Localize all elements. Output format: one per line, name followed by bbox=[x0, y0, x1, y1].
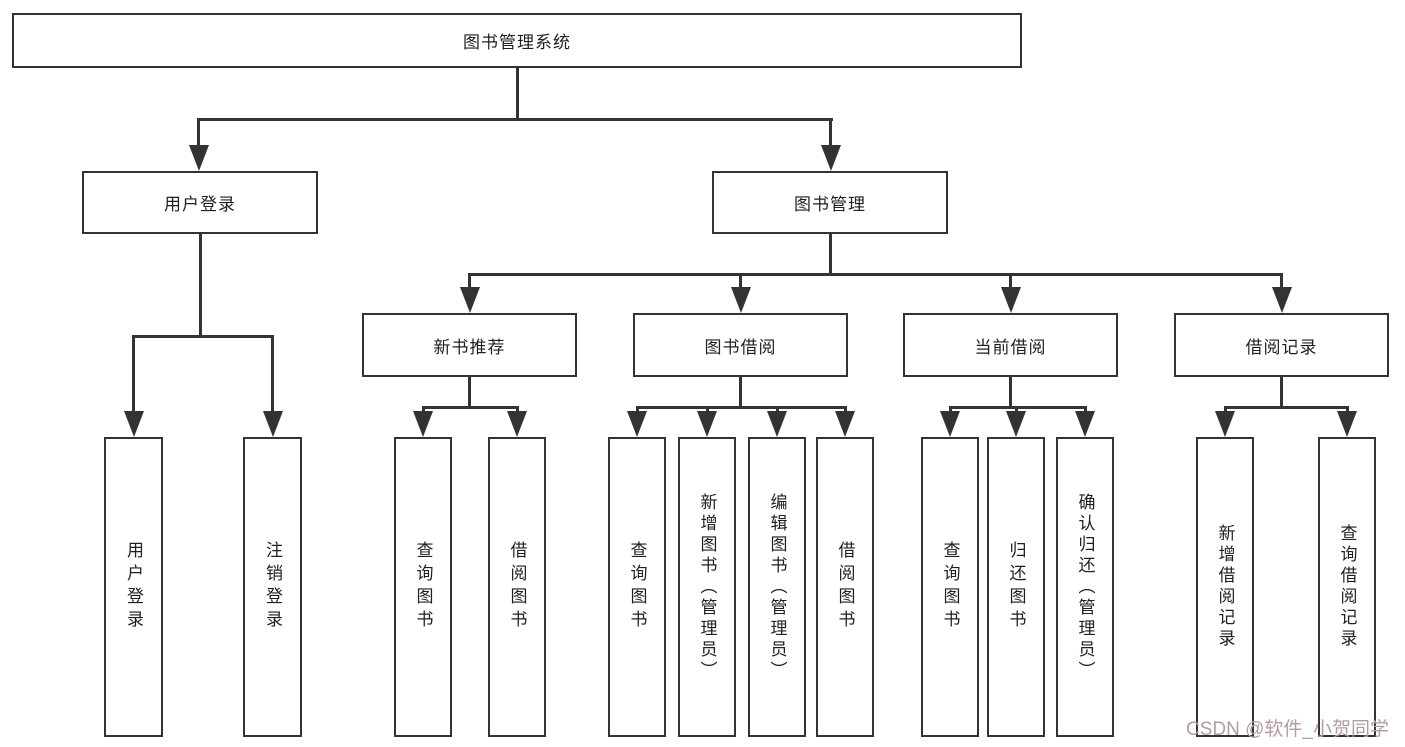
leaf-query-books-borrow: 查询图书 bbox=[608, 437, 666, 737]
arrow-down-icon bbox=[460, 287, 480, 313]
node-book-borrow: 图书借阅 bbox=[633, 313, 848, 377]
connector-recommend-vertical bbox=[468, 377, 471, 409]
arrow-down-icon bbox=[1272, 287, 1292, 313]
connector-borrow-vertical bbox=[739, 377, 742, 409]
connector-borrow-stub-2 bbox=[705, 406, 709, 414]
node-new-book-recommend: 新书推荐 bbox=[362, 313, 577, 377]
arrow-down-icon bbox=[1001, 287, 1021, 313]
leaf-query-books-current: 查询图书 bbox=[921, 437, 979, 737]
connector-records-horizontal bbox=[1223, 406, 1349, 409]
connector-userlogin-stub-2 bbox=[271, 335, 274, 414]
leaf-logout: 注销登录 bbox=[243, 437, 302, 737]
connector-recommend-stub-1 bbox=[421, 406, 425, 414]
connector-current-stub-1 bbox=[948, 406, 952, 414]
connector-root-stub-right bbox=[829, 118, 832, 148]
leaf-edit-book-admin: 编辑图书（管理员） bbox=[748, 437, 806, 737]
connector-records-stub-1 bbox=[1223, 406, 1227, 414]
connector-bookmgmt-stub-3 bbox=[1009, 273, 1012, 290]
arrow-down-icon bbox=[1006, 411, 1026, 437]
connector-root-vertical bbox=[515, 68, 519, 120]
arrow-down-icon bbox=[263, 411, 283, 437]
connector-borrow-stub-3 bbox=[775, 406, 779, 414]
arrow-down-icon bbox=[627, 411, 647, 437]
connector-records-vertical bbox=[1280, 377, 1283, 409]
connector-root-horizontal bbox=[197, 118, 833, 121]
arrow-down-icon bbox=[413, 411, 433, 437]
arrow-down-icon bbox=[821, 145, 841, 171]
node-book-management: 图书管理 bbox=[712, 171, 948, 234]
connector-userlogin-horizontal bbox=[132, 335, 274, 338]
arrow-down-icon bbox=[124, 411, 144, 437]
connector-current-stub-3 bbox=[1083, 406, 1087, 414]
connector-borrow-stub-1 bbox=[635, 406, 639, 414]
leaf-user-login: 用户登录 bbox=[104, 437, 163, 737]
arrow-down-icon bbox=[1337, 411, 1357, 437]
connector-borrow-stub-4 bbox=[843, 406, 847, 414]
connector-userlogin-vertical bbox=[198, 234, 202, 338]
arrow-down-icon bbox=[1215, 411, 1235, 437]
leaf-borrow-books-recommend: 借阅图书 bbox=[488, 437, 546, 737]
connector-bookmgmt-stub-2 bbox=[739, 273, 742, 290]
connector-recommend-stub-2 bbox=[515, 406, 519, 414]
connector-bookmgmt-stub-4 bbox=[1280, 273, 1283, 290]
connector-borrow-horizontal bbox=[635, 406, 847, 409]
leaf-query-borrow-record: 查询借阅记录 bbox=[1318, 437, 1376, 737]
arrow-down-icon bbox=[767, 411, 787, 437]
leaf-add-book-admin: 新增图书（管理员） bbox=[678, 437, 736, 737]
arrow-down-icon bbox=[189, 145, 209, 171]
connector-userlogin-stub-1 bbox=[132, 335, 135, 414]
connector-current-vertical bbox=[1009, 377, 1012, 409]
connector-bookmgmt-stub-1 bbox=[468, 273, 471, 290]
node-current-borrow: 当前借阅 bbox=[903, 313, 1118, 377]
connector-recommend-horizontal bbox=[421, 406, 519, 409]
leaf-return-book: 归还图书 bbox=[987, 437, 1045, 737]
arrow-down-icon bbox=[731, 287, 751, 313]
leaf-add-borrow-record: 新增借阅记录 bbox=[1196, 437, 1254, 737]
arrow-down-icon bbox=[835, 411, 855, 437]
arrow-down-icon bbox=[507, 411, 527, 437]
node-user-login: 用户登录 bbox=[82, 171, 318, 234]
arrow-down-icon bbox=[697, 411, 717, 437]
node-library-management-system: 图书管理系统 bbox=[12, 13, 1022, 68]
csdn-watermark: CSDN @软件_小贺同学 bbox=[1186, 719, 1389, 740]
node-borrow-records: 借阅记录 bbox=[1174, 313, 1389, 377]
leaf-borrow-books-borrow: 借阅图书 bbox=[816, 437, 874, 737]
connector-records-stub-2 bbox=[1345, 406, 1349, 414]
arrow-down-icon bbox=[1075, 411, 1095, 437]
leaf-confirm-return-admin: 确认归还（管理员） bbox=[1056, 437, 1114, 737]
arrow-down-icon bbox=[940, 411, 960, 437]
leaf-query-books-recommend: 查询图书 bbox=[394, 437, 452, 737]
connector-current-horizontal bbox=[948, 406, 1087, 409]
connector-current-stub-2 bbox=[1014, 406, 1018, 414]
connector-bookmgmt-horizontal bbox=[468, 273, 1283, 276]
connector-bookmgmt-vertical bbox=[828, 234, 832, 276]
connector-root-stub-left bbox=[197, 118, 200, 148]
